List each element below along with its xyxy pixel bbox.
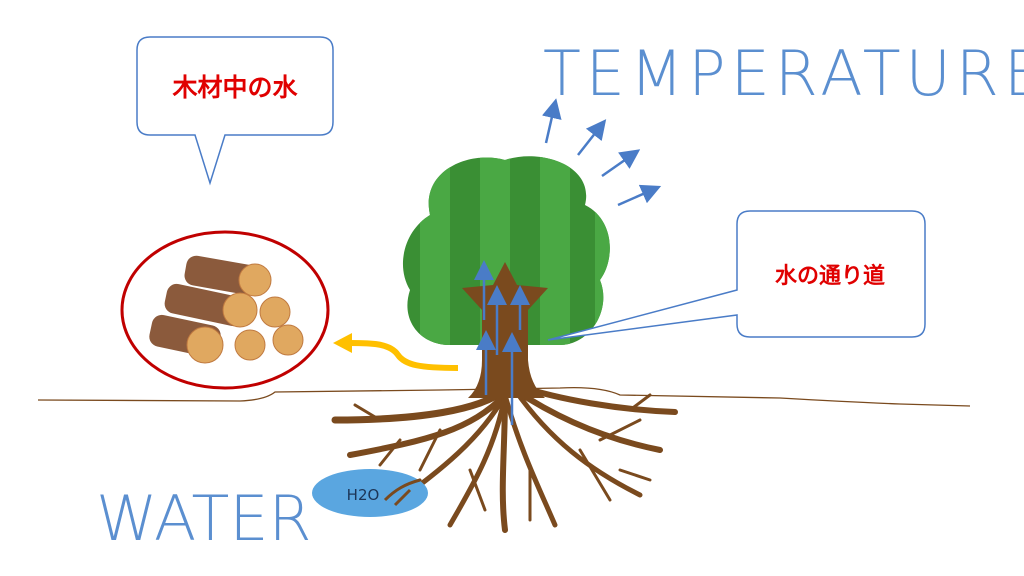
water-flow-arrows (474, 260, 530, 425)
heat-arrows (542, 98, 662, 207)
callout-water-path (547, 210, 926, 341)
ground-line (37, 387, 971, 407)
logs-icon (149, 255, 304, 364)
h2o-label: H2O (347, 486, 380, 504)
root-tip (383, 478, 421, 507)
temperature-label: TEMPERATURE (543, 37, 1024, 110)
water-label: WATER (96, 482, 312, 555)
water-path-label: 水の通り道 (775, 263, 885, 289)
callout-wood-water (136, 36, 334, 186)
wood-water-label: 木材中の水 (171, 73, 298, 102)
yellow-arrowhead (333, 333, 352, 353)
water-pool (312, 469, 428, 517)
yellow-flow-arrow (349, 340, 459, 371)
